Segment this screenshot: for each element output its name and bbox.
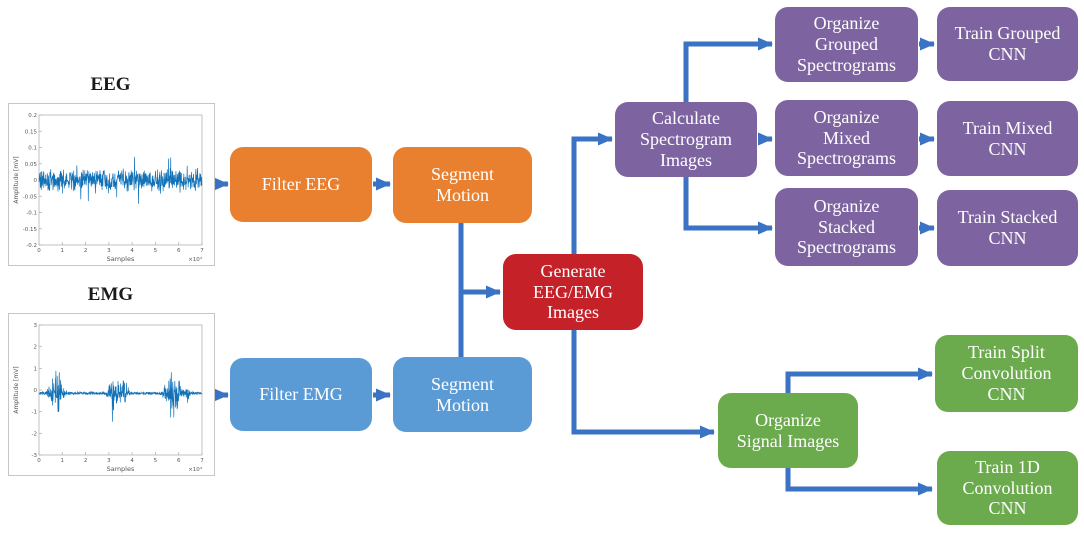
- node-label: Train Stacked CNN: [957, 207, 1058, 248]
- node-label: Calculate Spectrogram Images: [640, 108, 732, 170]
- node-label: Train Mixed CNN: [962, 117, 1053, 159]
- node-filter-emg: Filter EMG: [230, 358, 372, 431]
- node-label: Segment Motion: [431, 164, 494, 205]
- svg-text:Amplitude [mV]: Amplitude [mV]: [13, 156, 20, 203]
- node-segment-motion-emg: Segment Motion: [393, 357, 532, 432]
- svg-text:0.2: 0.2: [28, 113, 37, 119]
- svg-text:0: 0: [37, 458, 41, 464]
- node-filter-eeg: Filter EEG: [230, 147, 372, 222]
- node-label: Train Grouped CNN: [954, 23, 1061, 64]
- node-train-grouped-cnn: Train Grouped CNN: [937, 7, 1078, 81]
- node-calculate-spectrogram: Calculate Spectrogram Images: [615, 102, 757, 177]
- svg-text:×10⁴: ×10⁴: [188, 466, 203, 473]
- node-generate-images: Generate EEG/EMG Images: [503, 254, 643, 330]
- node-organize-signal: Organize Signal Images: [718, 393, 858, 468]
- node-train-mixed-cnn: Train Mixed CNN: [937, 101, 1078, 176]
- node-label: Filter EEG: [261, 174, 341, 195]
- svg-text:5: 5: [154, 248, 158, 254]
- node-organize-mixed: Organize Mixed Spectrograms: [775, 100, 918, 176]
- svg-text:2: 2: [84, 458, 88, 464]
- arrow-calc-to-stacked: [683, 177, 773, 235]
- svg-text:-0.1: -0.1: [26, 211, 37, 217]
- emg-plot-title: EMG: [87, 284, 134, 305]
- svg-text:3: 3: [107, 458, 111, 464]
- svg-text:0: 0: [34, 178, 38, 184]
- node-segment-motion-eeg: Segment Motion: [393, 147, 532, 223]
- svg-text:2: 2: [84, 248, 88, 254]
- svg-text:Samples: Samples: [107, 255, 135, 263]
- svg-text:7: 7: [200, 248, 204, 254]
- svg-text:-0.05: -0.05: [23, 194, 38, 200]
- svg-text:3: 3: [107, 248, 111, 254]
- node-train-stacked-cnn: Train Stacked CNN: [937, 190, 1078, 266]
- svg-text:-2: -2: [32, 431, 37, 437]
- svg-text:4: 4: [130, 248, 134, 254]
- node-label: Organize Stacked Spectrograms: [797, 195, 896, 258]
- svg-text:-3: -3: [32, 453, 38, 459]
- node-label: Organize Mixed Spectrograms: [797, 106, 896, 169]
- svg-text:0: 0: [34, 388, 38, 394]
- svg-text:-1: -1: [32, 410, 37, 416]
- arrow-signal-to-split: [785, 367, 933, 393]
- svg-text:5: 5: [154, 458, 158, 464]
- svg-text:1: 1: [61, 248, 65, 254]
- svg-text:0.15: 0.15: [25, 129, 38, 135]
- node-label: Organize Signal Images: [736, 409, 840, 451]
- node-organize-grouped: Organize Grouped Spectrograms: [775, 7, 918, 82]
- node-train-split-cnn: Train Split Convolution CNN: [935, 335, 1078, 412]
- svg-text:6: 6: [177, 458, 181, 464]
- arrow-calc-to-grouped: [683, 37, 773, 102]
- node-label: Organize Grouped Spectrograms: [797, 13, 896, 75]
- node-label: Train 1D Convolution CNN: [962, 456, 1053, 519]
- svg-text:1: 1: [61, 458, 65, 464]
- node-label: Segment Motion: [431, 373, 494, 415]
- svg-text:0: 0: [37, 248, 41, 254]
- svg-text:Samples: Samples: [107, 465, 135, 473]
- node-label: Generate EEG/EMG Images: [533, 260, 613, 323]
- svg-text:3: 3: [34, 323, 38, 329]
- svg-text:4: 4: [130, 458, 134, 464]
- svg-text:Amplitude [mV]: Amplitude [mV]: [13, 366, 20, 413]
- node-label: Filter EMG: [259, 384, 343, 405]
- svg-text:7: 7: [200, 458, 204, 464]
- svg-text:0.1: 0.1: [28, 146, 37, 152]
- svg-text:-0.15: -0.15: [23, 227, 38, 233]
- node-label: Train Split Convolution CNN: [961, 342, 1052, 404]
- eeg-plot-title: EEG: [90, 74, 131, 95]
- svg-text:0.05: 0.05: [25, 162, 38, 168]
- svg-text:6: 6: [177, 248, 181, 254]
- svg-text:-0.2: -0.2: [26, 243, 37, 249]
- arrow-signal-to-1d: [785, 468, 933, 496]
- svg-text:1: 1: [34, 366, 38, 372]
- svg-text:2: 2: [34, 345, 38, 351]
- svg-text:×10⁴: ×10⁴: [188, 256, 203, 263]
- node-train-1d-cnn: Train 1D Convolution CNN: [937, 451, 1078, 525]
- node-organize-stacked: Organize Stacked Spectrograms: [775, 188, 918, 266]
